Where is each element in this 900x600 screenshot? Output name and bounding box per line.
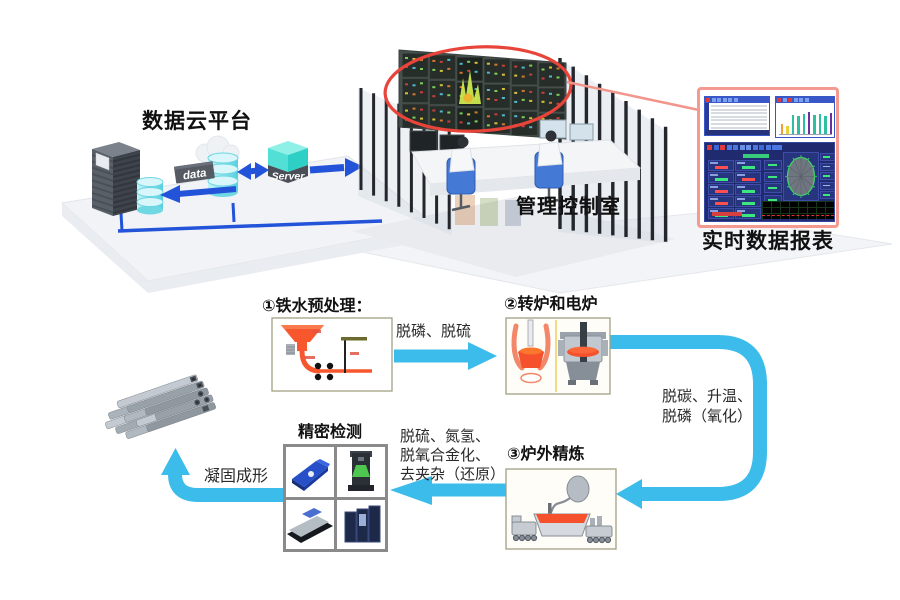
mid-cells (764, 160, 782, 205)
process-flow-group (105, 317, 767, 550)
dashboard-green-title (743, 154, 769, 158)
data-banner-label: data (182, 167, 208, 182)
hardness-tester-icon (348, 451, 374, 491)
blue-arrows (160, 158, 363, 203)
flow-arrows (161, 335, 767, 509)
pretreatment-box (271, 317, 393, 392)
forming-label: 凝固成形 (204, 468, 269, 485)
curve-label-line1: 脱碳、升温、 (662, 388, 753, 405)
highlight-ellipse (383, 45, 573, 133)
data-banner: data (173, 161, 215, 184)
server-tower-icon (92, 142, 140, 216)
table-footer (705, 130, 769, 135)
arrow3-label-line2: 脱氧合金化、 (400, 447, 491, 464)
report-panel-title: 实时数据报表 (702, 230, 834, 253)
inspection-device-3 (286, 499, 334, 549)
dashboard-toolbar (707, 145, 782, 150)
curve-label-line2: 脱磷（氧化） (662, 408, 753, 425)
database-small-icon (136, 177, 164, 215)
step2-title: ②转炉和电炉 (504, 296, 598, 313)
barchart-window-titlebar (776, 97, 834, 103)
flame-display (463, 93, 473, 103)
arrow3-label-line3: 去夹杂（还原） (400, 466, 506, 483)
table-window-titlebar (705, 97, 769, 103)
server-box-icon: Server (268, 141, 308, 183)
cloud-platform-title: 数据云平台 (142, 110, 252, 133)
arrow1-label: 脱磷、脱硫 (396, 323, 472, 340)
report-panel (697, 87, 839, 228)
control-room-group (358, 45, 700, 243)
refining-box (505, 468, 617, 550)
steel-tubes-icon (105, 374, 216, 439)
network-bus-line (117, 219, 383, 233)
callout-line (566, 80, 700, 112)
report-barchart-window (775, 96, 835, 138)
radar-chart (783, 152, 819, 201)
converter-box (505, 317, 611, 395)
ground-platforms (60, 155, 893, 294)
control-room-title: 管理控制室 (516, 196, 621, 218)
step1-title: ①铁水预处理： (262, 298, 372, 315)
operator-2 (534, 130, 564, 206)
inspection-device-1 (286, 447, 334, 497)
step3-title: ③炉外精炼 (507, 446, 585, 463)
table-sidebar (705, 103, 709, 130)
test-chamber-icon (344, 505, 381, 542)
alarm-note (712, 212, 742, 216)
bus-connectors (119, 202, 236, 232)
screen-wall-displays (402, 53, 565, 138)
cloud-platform-group: data Server (92, 135, 383, 233)
inspection-title: 精密检测 (298, 424, 363, 441)
spectrometer-icon (292, 459, 330, 491)
flaw-detector-icon (287, 507, 333, 543)
dashboard-window (704, 142, 835, 222)
report-table-window (704, 96, 770, 136)
scope-chart (762, 201, 834, 219)
operator-1 (446, 136, 476, 212)
arrow3-label-line1: 脱硫、氮氢、 (400, 428, 491, 445)
inspection-device-4 (337, 499, 385, 549)
inspection-device-2 (337, 447, 385, 497)
inspection-grid (283, 444, 388, 552)
mini-bar-chart (779, 107, 833, 135)
metric-cells (708, 160, 762, 219)
server-box-label: Server (272, 171, 306, 183)
